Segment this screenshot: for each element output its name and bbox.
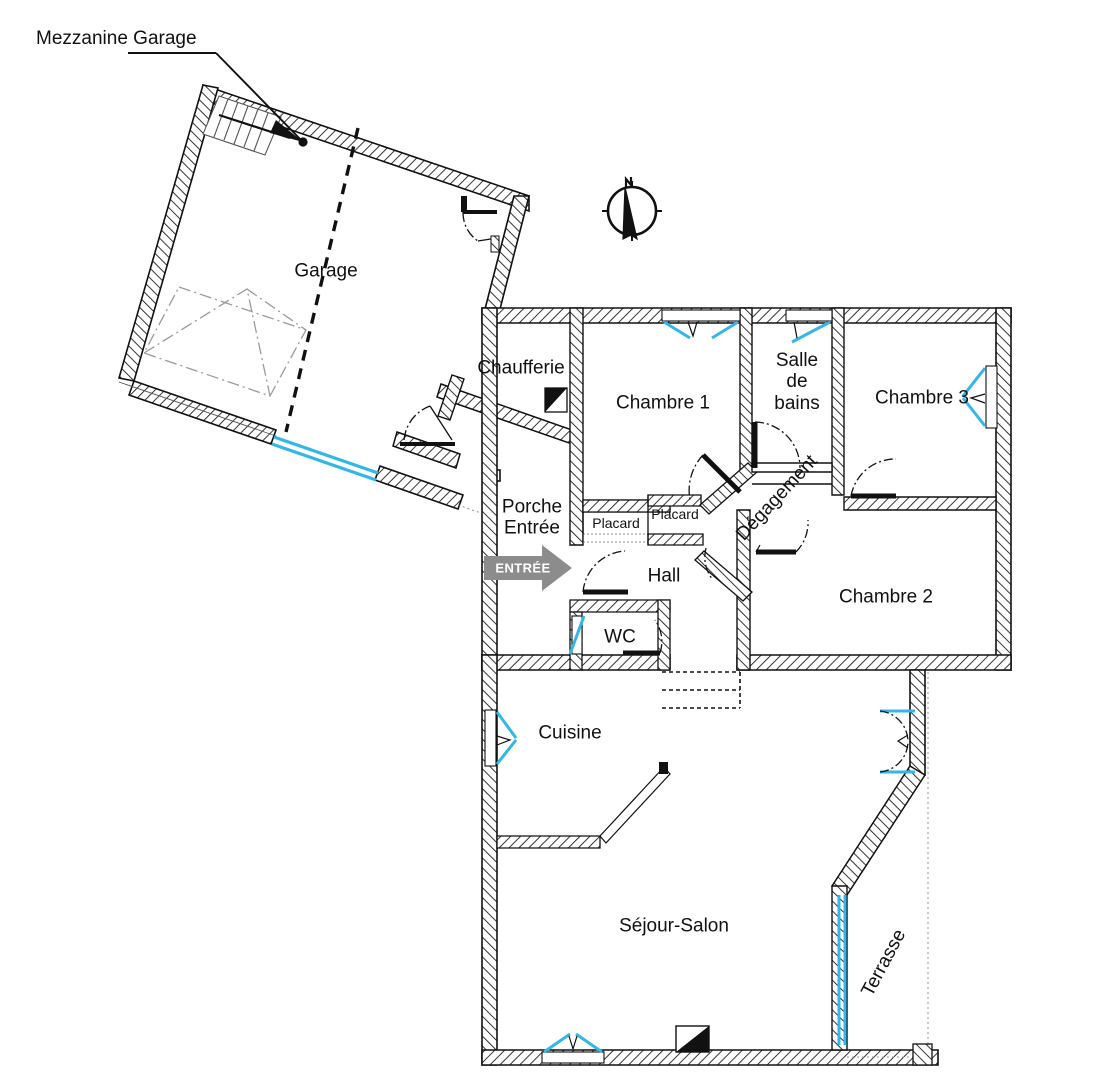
room-label-placard-1: Placard: [592, 515, 640, 532]
window-chambre1: [661, 309, 741, 340]
window-sejour-bottom: [541, 1032, 605, 1064]
fireplace-symbol: [675, 1025, 710, 1053]
house-lower-walls: [481, 654, 939, 1066]
mezzanine-marker: [298, 137, 308, 147]
mezzanine-garage-label: Mezzanine Garage: [36, 28, 197, 49]
room-label-hall: Hall: [647, 565, 681, 587]
garage-door-swing: [461, 196, 500, 253]
french-door-sejour: [879, 709, 915, 774]
room-label-cuisine: Cuisine: [538, 722, 602, 744]
interior-doors: [582, 421, 897, 656]
window-salle-de-bains: [785, 309, 833, 344]
room-label-garage: Garage: [294, 260, 358, 282]
garage-door: [271, 435, 379, 482]
placard-2-box: [647, 494, 704, 546]
interior-partitions: [569, 307, 997, 671]
windows: [484, 309, 998, 1064]
terrace-sliding-door: [837, 895, 847, 1045]
room-label-chambre-3: Chambre 3: [875, 387, 969, 409]
room-label-wc: WC: [604, 626, 636, 648]
garage-structure: [117, 52, 531, 519]
mezzanine-leader: [128, 52, 304, 143]
room-label-chambre-2: Chambre 2: [839, 586, 933, 608]
entry-arrow-label: ENTRÉE: [495, 560, 551, 576]
stairs-dashed: [662, 671, 741, 709]
entry-arrow: [484, 545, 572, 591]
compass-rose: [602, 175, 662, 241]
window-wc: [568, 615, 586, 655]
vehicle-outline: [143, 286, 307, 397]
chaufferie-flue: [544, 387, 568, 413]
room-label-sejour-salon: Séjour-Salon: [619, 915, 729, 937]
room-label-salle-de-bains: Salle de bains: [774, 350, 820, 414]
cuisine-partition: [496, 762, 671, 849]
room-label-placard-2: Placard: [651, 506, 699, 523]
staircase-to-mezzanine: [202, 95, 282, 156]
window-cuisine: [484, 709, 518, 767]
room-label-porche-entree: Porche Entrée: [501, 496, 563, 539]
room-label-chambre-1: Chambre 1: [616, 392, 710, 414]
room-label-chaufferie: Chaufferie: [477, 357, 565, 379]
window-chambre3: [961, 365, 998, 429]
chaufferie-structure: [392, 374, 573, 469]
